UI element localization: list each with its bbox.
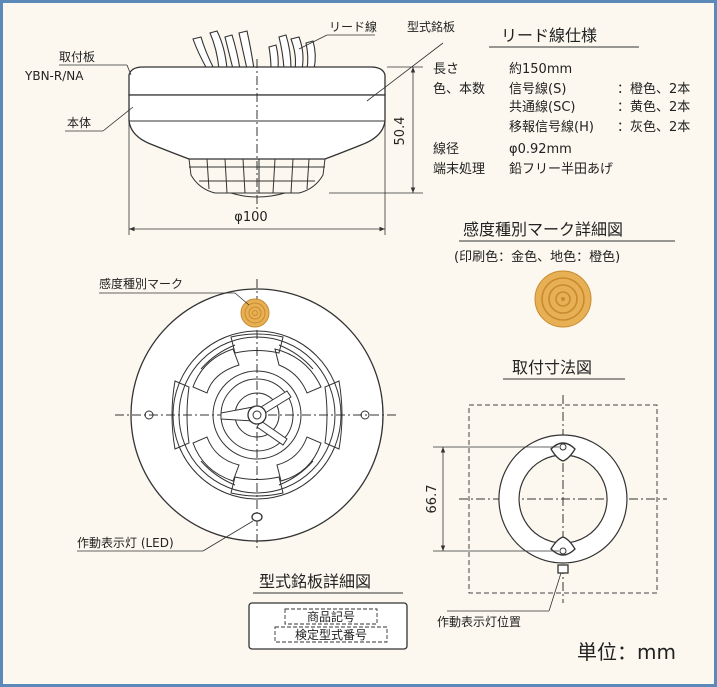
screw-hole-top [559, 443, 567, 451]
mark-detail: 感度種別マーク詳細図 (印刷色：金色、地色：橙色) [454, 220, 675, 328]
lead-row-3-value: ：灰色、2本 [617, 119, 690, 135]
nameplate-label: 型式銘板 [407, 19, 455, 34]
lead-spec-title: リード線仕様 [501, 26, 597, 45]
lead-wires [192, 30, 316, 70]
technical-drawing: 50.4 φ100 リード線 型式銘板 取付板 YBN-R/NA 本体 リード線… [24, 19, 690, 664]
screw-hole-left [144, 410, 154, 420]
led-indicator [251, 512, 263, 522]
lead-row-1-name: 信号線(S) [509, 81, 566, 97]
screw-hole-right [360, 410, 370, 420]
nameplate-detail: 型式銘板詳細図 商品記号 検定型式番号 [248, 572, 408, 650]
lead-row-2-name: 共通線(SC) [509, 99, 575, 115]
sensor-hub [247, 405, 267, 425]
guard-slots [171, 333, 343, 497]
mark-detail-title: 感度種別マーク詳細図 [463, 220, 623, 239]
svg-text:鉛フリー半田あげ: 鉛フリー半田あげ [509, 162, 613, 177]
led-label: 作動表示灯 (LED) [77, 536, 174, 550]
diameter-dimension: φ100 [234, 210, 267, 225]
svg-text:線径: 線径 [433, 141, 459, 157]
nameplate-detail-title: 型式銘板詳細図 [259, 572, 371, 591]
mounting-plate-model: YBN-R/NA [24, 69, 84, 83]
lead-wire-label: リード線 [329, 19, 377, 34]
svg-text:長さ: 長さ [433, 62, 459, 77]
svg-text:色、本数: 色、本数 [433, 81, 485, 97]
nameplate-line-1: 商品記号 [307, 609, 355, 624]
unit-label: 単位：mm [577, 640, 676, 664]
led-position-label: 作動表示灯位置 [437, 614, 521, 629]
svg-text:φ0.92mm: φ0.92mm [509, 142, 572, 157]
nameplate-box [248, 602, 408, 650]
svg-text:約150mm: 約150mm [509, 62, 572, 77]
led-position-marker [557, 564, 569, 574]
mounting-plate-label: 取付板 [59, 50, 95, 64]
lead-row-2-value: ：黄色、2本 [617, 99, 690, 115]
body-label: 本体 [67, 116, 91, 130]
lead-row-3-name: 移報信号線(H) [509, 119, 594, 135]
lead-spec-table: リード線仕様 長さ 約150mm 色、本数 信号線(S) ：橙色、2本 共通線(… [433, 26, 690, 177]
svg-text:端末処理: 端末処理 [433, 162, 485, 177]
mounting-dimension-view: 取付寸法図 66.7 作動表示灯位置 [425, 358, 667, 629]
lead-row-1-value: ：橙色、2本 [617, 81, 690, 97]
bottom-view: 感度種別マーク 作動表示灯 (LED) [77, 276, 399, 552]
center-spokes [220, 390, 292, 446]
nameplate-line-2: 検定型式番号 [295, 627, 367, 642]
sensitivity-mark-enlarged [534, 270, 592, 328]
mounting-plate-outline [468, 404, 658, 594]
pitch-dimension: 66.7 [425, 485, 440, 514]
height-dimension: 50.4 [393, 117, 408, 146]
sensitivity-mark-small [240, 298, 270, 328]
mark-detail-subtitle: (印刷色：金色、地色：橙色) [454, 249, 620, 265]
mounting-title: 取付寸法図 [512, 358, 592, 377]
screw-hole-bottom [559, 547, 567, 555]
mark-label: 感度種別マーク [99, 276, 183, 291]
side-view: 50.4 φ100 リード線 型式銘板 取付板 YBN-R/NA 本体 [24, 19, 455, 235]
